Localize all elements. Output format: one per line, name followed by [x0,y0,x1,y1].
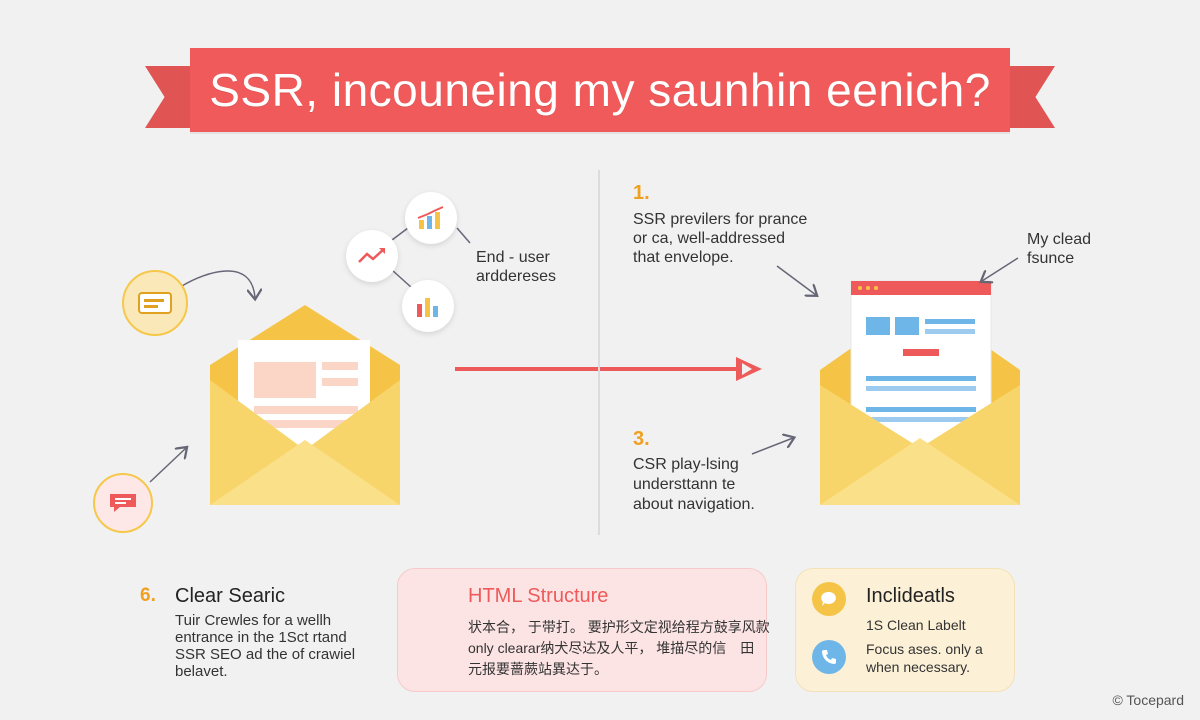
center-divider [598,170,600,535]
ribbon-body: SSR, incouneing my saunhin eenich? [190,48,1010,132]
clear-search-line-2: entrance in the 1Sct rtand [175,629,347,646]
inclideatls-text-bottom: Focus ases. only a when necessary. [866,640,983,676]
html-structure-line-2: only clearar纳犬尽达及人平， 堆描尽的信 田 [468,640,755,656]
growth-chart-icon [405,192,457,244]
inclideatls-line-2: Focus ases. only a [866,641,983,657]
section-6-number: 6. [140,585,156,606]
step-3-line-1: CSR play-lsing [633,456,739,473]
trend-line-icon [346,230,398,282]
title-ribbon: SSR, incouneing my saunhin eenich? [145,48,1055,132]
page-title: SSR, incouneing my saunhin eenich? [209,64,991,116]
inclideatls-line-1: 1S Clean Labelt [866,617,966,633]
phone-icon [812,640,846,674]
step-3-number: 3. [633,428,650,450]
inclideatls-title: Inclideatls [866,585,955,607]
step-1-text: SSR previlers for prance or ca, well-add… [633,210,807,267]
speech-bubble-icon [812,582,846,616]
copyright-text: © Tocepard [1112,692,1184,708]
step-3-text: CSR play-lsing understtann te about navi… [633,455,755,515]
step-3-line-3: about navigation. [633,496,755,513]
html-structure-line-1: 状本合， 于带打。 要护形文定视给程方鼓享风款 [468,619,770,635]
html-structure-line-3: 元报要蔷蕨站異达于。 [468,661,608,677]
right-envelope-illustration [820,280,1020,505]
clear-search-text: Tuir Crewles for a wellh entrance in the… [175,612,355,680]
right-callout-line-2: fsunce [1027,250,1075,267]
flow-arrow [455,357,762,381]
html-structure-text: 状本合， 于带打。 要护形文定视给程方鼓享风款 only clearar纳犬尽达… [468,617,770,680]
clear-search-title: Clear Searic [175,585,286,607]
bar-chart-icon [402,280,454,332]
step-3-line-2: understtann te [633,476,736,493]
chat-bubble-icon [93,473,153,533]
end-user-line-2: arddereses [476,268,557,285]
inclideatls-text-top: 1S Clean Labelt [866,617,966,634]
left-envelope-illustration [210,305,400,505]
html-structure-card [397,568,767,692]
right-callout-line-1: My clead [1027,231,1092,248]
end-user-label: End - user arddereses [476,248,556,286]
message-card-icon [122,270,188,336]
clear-search-line-4: belavet. [175,663,228,680]
step-1-line-3: that envelope. [633,249,734,266]
inclideatls-line-3: when necessary. [866,659,971,675]
step-1-line-2: or ca, well-addressed [633,230,786,247]
step-1-number: 1. [633,182,650,204]
right-callout-label: My clead fsunce [1027,230,1091,268]
end-user-line-1: End - user [476,249,550,266]
html-structure-title: HTML Structure [468,585,609,607]
step-1-line-1: SSR previlers for prance [633,211,808,228]
clear-search-line-1: Tuir Crewles for a wellh [175,612,332,629]
clear-search-line-3: SSR SEO ad the of crawiel [175,646,356,663]
